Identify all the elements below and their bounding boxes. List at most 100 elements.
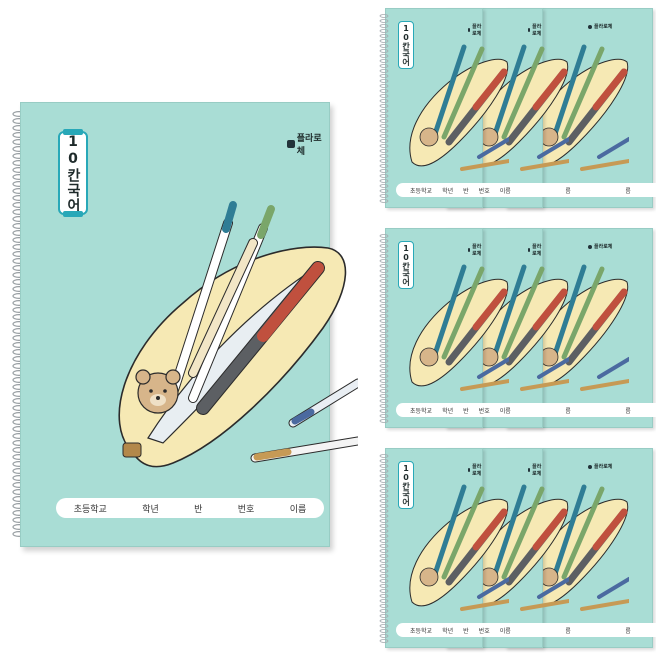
field-class: 반 bbox=[463, 187, 469, 195]
spiral-coil bbox=[379, 504, 389, 508]
spiral-coil bbox=[379, 604, 389, 608]
spiral-coil bbox=[379, 134, 389, 138]
spiral-coil bbox=[379, 354, 389, 358]
spiral-coil bbox=[379, 499, 389, 503]
brand-logo: 플라로체 bbox=[528, 243, 542, 257]
spiral-coil bbox=[379, 369, 389, 373]
spiral-coil bbox=[379, 49, 389, 53]
spiral-coil bbox=[379, 14, 389, 18]
spiral-coil bbox=[379, 549, 389, 553]
spiral-coil bbox=[379, 569, 389, 573]
spiral-coil bbox=[379, 634, 389, 638]
spiral-binding-icon bbox=[379, 14, 389, 203]
bear-pencil-case-illustration bbox=[529, 44, 629, 171]
bear-pencil-case-illustration bbox=[529, 484, 629, 611]
spiral-coil bbox=[379, 199, 389, 203]
spiral-coil bbox=[379, 279, 389, 283]
spiral-coil bbox=[379, 329, 389, 333]
brand-logo-icon bbox=[468, 28, 471, 32]
spiral-coil bbox=[379, 124, 389, 128]
bear-pencil-case-illustration bbox=[469, 264, 569, 391]
spiral-coil bbox=[379, 409, 389, 413]
spiral-coil bbox=[379, 264, 389, 268]
brand-logo-icon bbox=[528, 28, 531, 32]
spiral-coil bbox=[379, 474, 389, 478]
bear-pencil-case-illustration bbox=[469, 484, 569, 611]
spiral-coil bbox=[379, 234, 389, 238]
brand-name: 플라로체 bbox=[296, 134, 322, 157]
notebook-cover-main: 10칸국어 플라로체 bbox=[20, 102, 358, 547]
brand-logo-icon bbox=[468, 248, 471, 252]
spiral-coil bbox=[379, 194, 389, 198]
brand-logo-icon bbox=[588, 464, 592, 469]
spiral-coil bbox=[379, 274, 389, 278]
spiral-coil bbox=[379, 314, 389, 318]
spiral-coil bbox=[379, 89, 389, 93]
spiral-coil bbox=[379, 349, 389, 353]
spiral-coil bbox=[379, 454, 389, 458]
spiral-coil bbox=[379, 154, 389, 158]
field-name: 이름 bbox=[289, 504, 307, 515]
spiral-coil bbox=[379, 94, 389, 98]
spiral-coil bbox=[379, 379, 389, 383]
field-school: 초등학교 bbox=[410, 407, 433, 415]
brand-name: 플라로체 bbox=[472, 24, 482, 37]
field-name: 이름 bbox=[499, 627, 511, 635]
spiral-coil bbox=[379, 364, 389, 368]
spiral-coil bbox=[379, 249, 389, 253]
spiral-coil bbox=[379, 84, 389, 88]
field-class: 반 bbox=[463, 407, 469, 415]
spiral-coil bbox=[379, 529, 389, 533]
brand-logo: 플라로체 bbox=[287, 131, 329, 157]
brand-name: 플라로체 bbox=[532, 24, 542, 37]
spiral-coil bbox=[379, 24, 389, 28]
spiral-coil bbox=[379, 534, 389, 538]
brand-name: 플라로체 bbox=[594, 24, 613, 30]
spiral-coil bbox=[379, 414, 389, 418]
spiral-coil bbox=[379, 79, 389, 83]
spiral-coil bbox=[379, 34, 389, 38]
spiral-coil bbox=[379, 509, 389, 513]
name-field-bar: 초등학교 학년 반 번호 이름 bbox=[56, 498, 324, 518]
field-grade: 학년 bbox=[442, 187, 454, 195]
field-school: 초등학교 bbox=[410, 627, 433, 635]
bear-pencil-case-illustration bbox=[409, 44, 509, 171]
notebook-title: 10칸국어 bbox=[65, 133, 81, 213]
spiral-coil bbox=[379, 29, 389, 33]
field-number: 번호 bbox=[478, 627, 490, 635]
title-tab: 10칸국어 bbox=[58, 129, 88, 217]
spiral-coil bbox=[379, 44, 389, 48]
spiral-coil bbox=[379, 294, 389, 298]
spiral-coil bbox=[379, 169, 389, 173]
spiral-coil bbox=[379, 594, 389, 598]
brand-logo: 플라로체 bbox=[468, 23, 482, 37]
spiral-coil bbox=[379, 319, 389, 323]
field-name: 이름 bbox=[499, 187, 511, 195]
spiral-coil bbox=[379, 74, 389, 78]
spiral-coil bbox=[379, 589, 389, 593]
brand-logo: 플라로체 bbox=[528, 463, 542, 477]
spiral-coil bbox=[379, 269, 389, 273]
brand-logo: 플라로체 bbox=[468, 243, 482, 257]
brand-logo-icon bbox=[287, 140, 295, 148]
spiral-coil bbox=[379, 464, 389, 468]
spiral-coil bbox=[379, 54, 389, 58]
brand-name: 플라로체 bbox=[594, 464, 613, 470]
title-tab: 10칸국어 bbox=[398, 21, 414, 69]
spiral-coil bbox=[379, 69, 389, 73]
spiral-coil bbox=[379, 59, 389, 63]
spiral-coil bbox=[379, 484, 389, 488]
title-tab: 10칸국어 bbox=[398, 461, 414, 509]
spiral-coil bbox=[379, 259, 389, 263]
spiral-coil bbox=[379, 469, 389, 473]
brand-logo-icon bbox=[468, 468, 471, 472]
spiral-coil bbox=[379, 494, 389, 498]
brand-name: 플라로체 bbox=[532, 244, 542, 257]
spiral-coil bbox=[379, 139, 389, 143]
brand-logo: 플라로체 bbox=[468, 463, 482, 477]
brand-name: 플라로체 bbox=[472, 244, 482, 257]
spiral-binding-icon bbox=[379, 234, 389, 423]
spiral-coil bbox=[379, 19, 389, 23]
field-grade: 학년 bbox=[442, 407, 454, 415]
field-class: 반 bbox=[194, 504, 203, 515]
